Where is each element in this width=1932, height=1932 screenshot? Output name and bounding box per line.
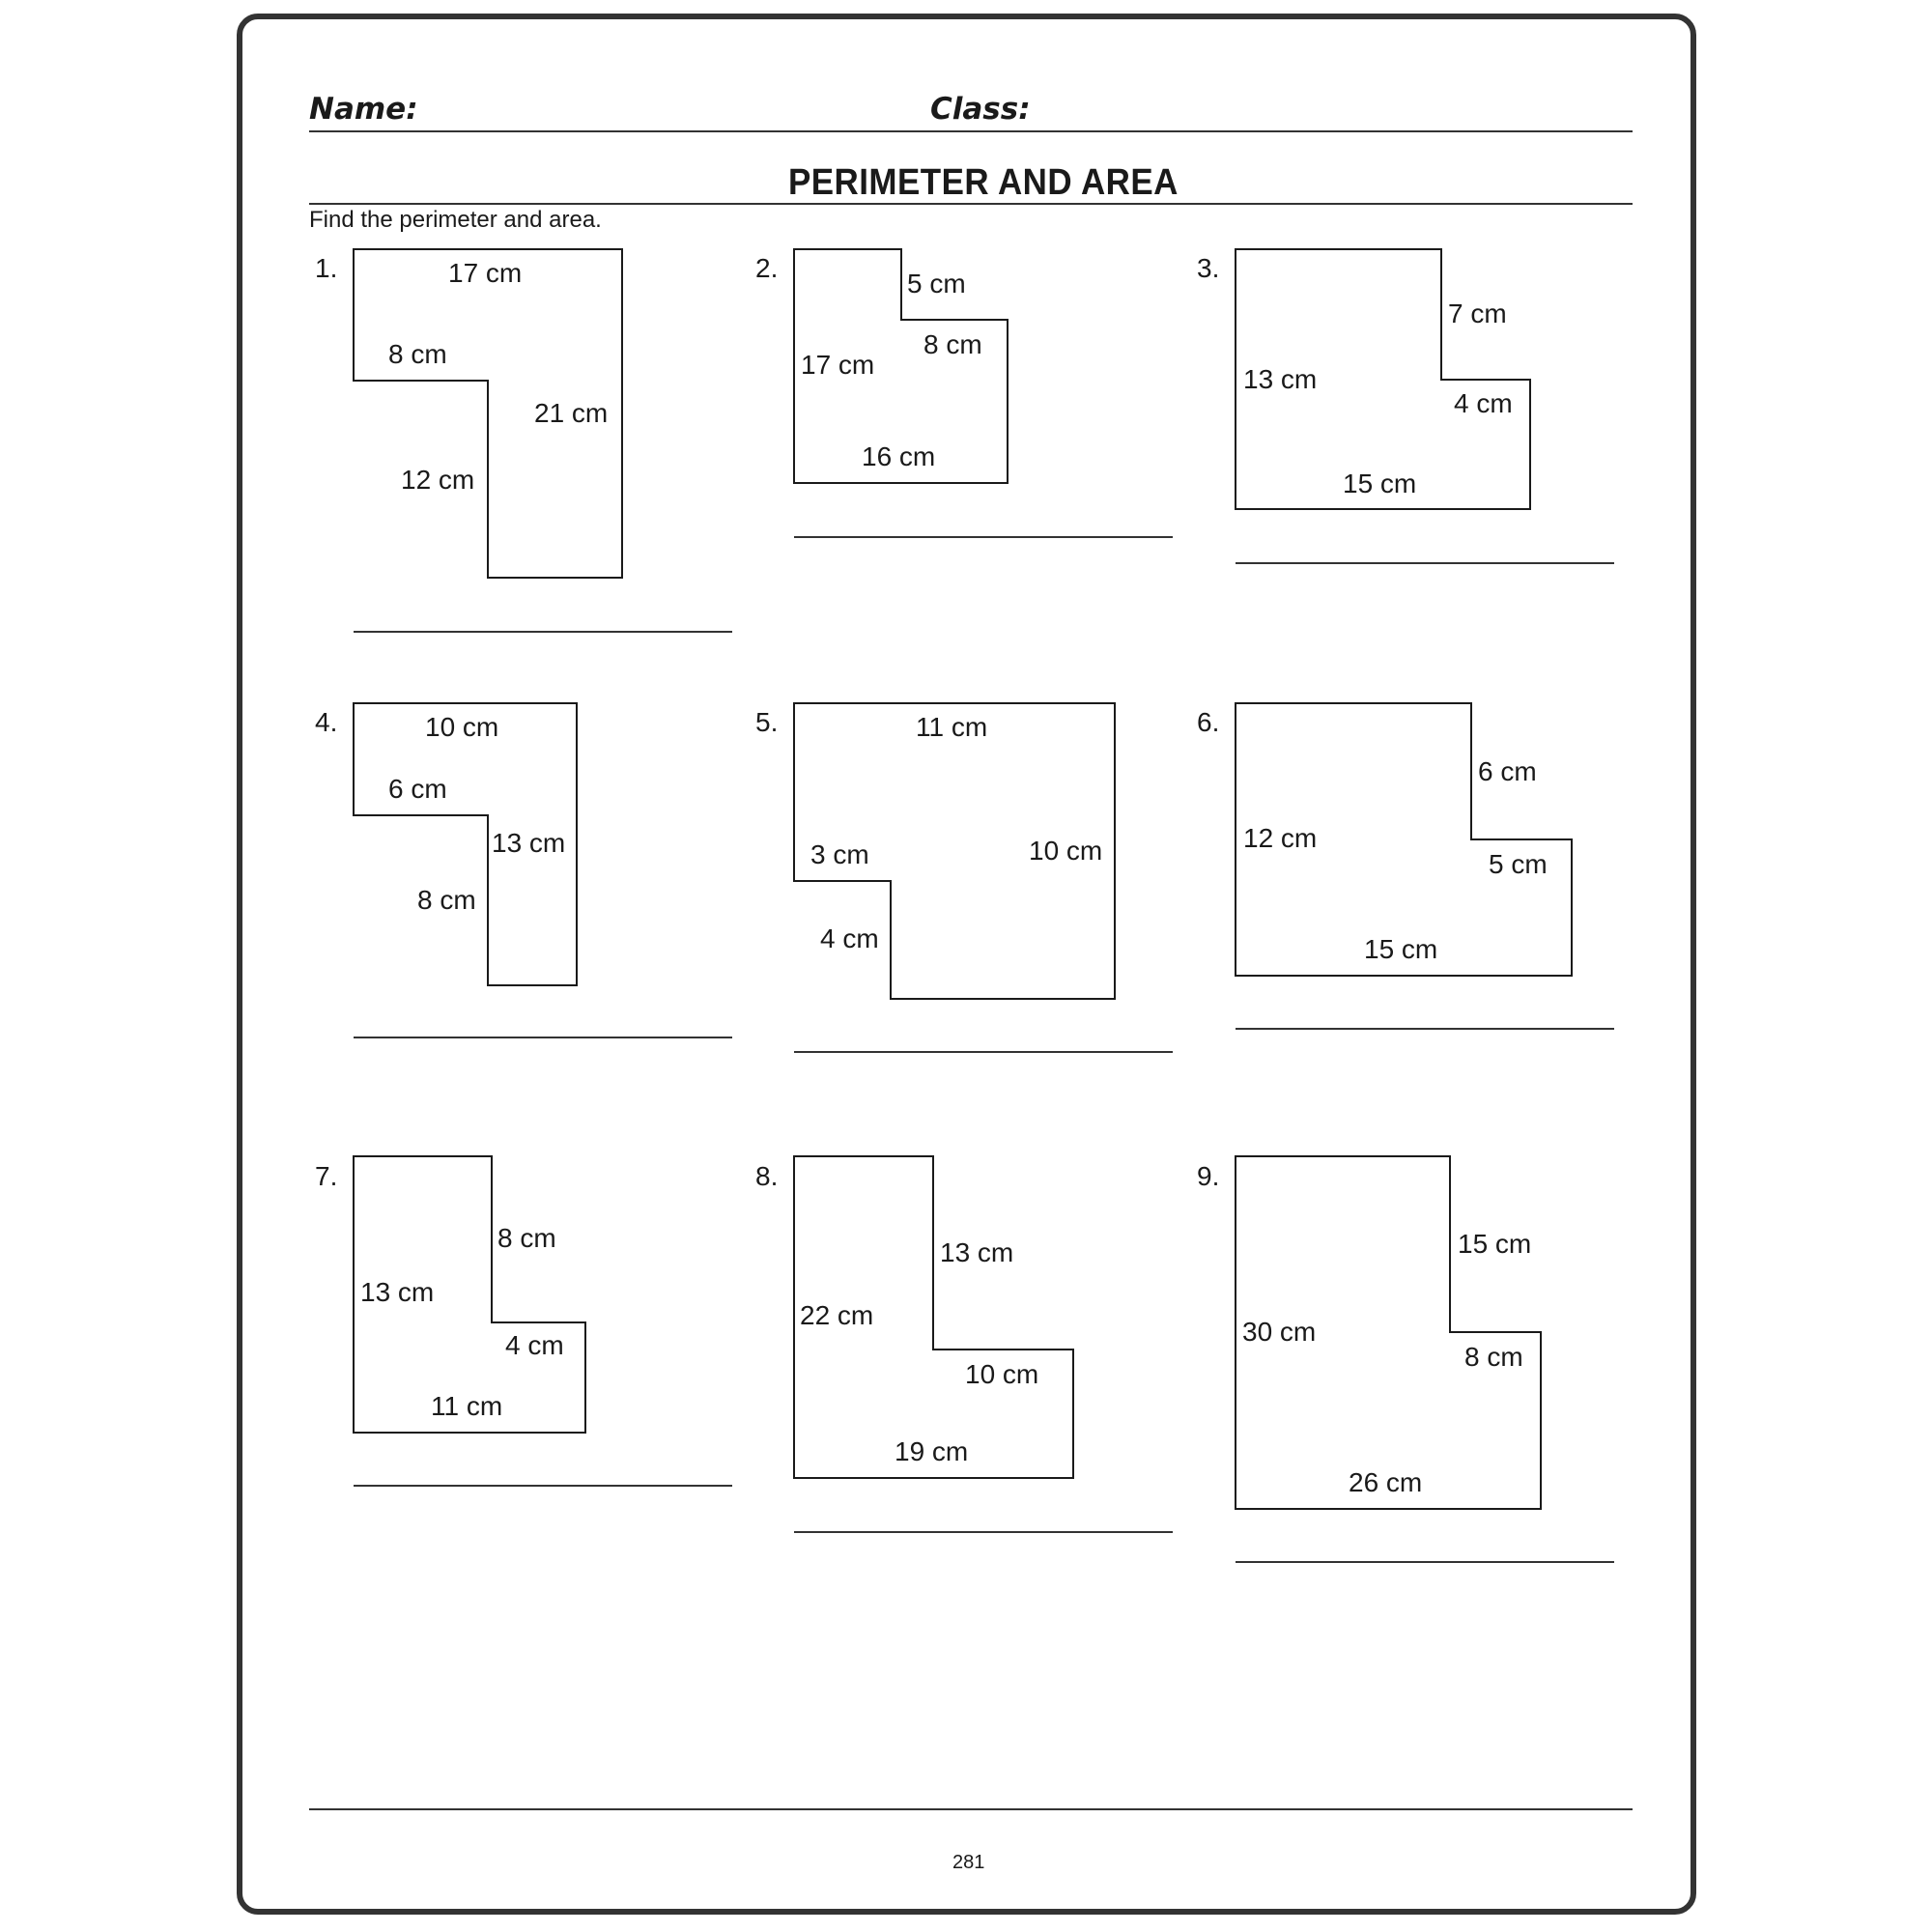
l-shape-outline <box>1235 248 1531 510</box>
problem-number: 6. <box>1197 707 1220 737</box>
header-rule <box>309 130 1633 132</box>
figure-6: 6 cm 12 cm 5 cm 15 cm <box>1235 702 1573 977</box>
dimension-label: 15 cm <box>1458 1229 1531 1259</box>
page-number: 281 <box>952 1852 985 1873</box>
answer-line[interactable] <box>354 1485 732 1487</box>
instructions: Find the perimeter and area. <box>309 207 602 233</box>
dimension-label: 8 cm <box>388 339 447 369</box>
dimension-label: 10 cm <box>1029 836 1102 866</box>
problem-number: 8. <box>755 1161 779 1191</box>
dimension-label: 26 cm <box>1349 1467 1422 1497</box>
answer-line[interactable] <box>1236 1561 1614 1563</box>
answer-line[interactable] <box>794 536 1173 538</box>
problem-number: 9. <box>1197 1161 1220 1191</box>
problem-number: 7. <box>315 1161 338 1191</box>
l-shape-outline <box>793 702 1116 1000</box>
l-shape-outline <box>1235 1155 1542 1510</box>
dimension-label: 17 cm <box>448 258 522 288</box>
dimension-label: 6 cm <box>1478 756 1537 786</box>
dimension-label: 10 cm <box>425 712 498 742</box>
dimension-label: 19 cm <box>895 1436 968 1466</box>
class-label: Class: <box>930 92 1031 127</box>
page-border <box>237 14 1696 1915</box>
answer-line[interactable] <box>354 631 732 633</box>
figure-9: 15 cm 30 cm 8 cm 26 cm <box>1235 1155 1542 1510</box>
dimension-label: 13 cm <box>1243 364 1317 394</box>
problem-number: 2. <box>755 253 779 283</box>
answer-line[interactable] <box>794 1051 1173 1053</box>
dimension-label: 4 cm <box>505 1330 564 1360</box>
dimension-label: 12 cm <box>401 465 474 495</box>
figure-8: 13 cm 22 cm 10 cm 19 cm <box>793 1155 1074 1479</box>
figure-7: 8 cm 13 cm 4 cm 11 cm <box>353 1155 586 1434</box>
answer-line[interactable] <box>1236 1028 1614 1030</box>
figure-2: 5 cm 8 cm 17 cm 16 cm <box>793 248 1009 484</box>
answer-line[interactable] <box>354 1037 732 1038</box>
dimension-label: 4 cm <box>820 923 879 953</box>
dimension-label: 13 cm <box>492 828 565 858</box>
dimension-label: 6 cm <box>388 774 447 804</box>
figure-1: 17 cm 8 cm 21 cm 12 cm <box>353 248 623 579</box>
problem-number: 4. <box>315 707 338 737</box>
l-shape-outline <box>1235 702 1573 977</box>
dimension-label: 10 cm <box>965 1359 1038 1389</box>
dimension-label: 7 cm <box>1448 298 1507 328</box>
dimension-label: 30 cm <box>1242 1317 1316 1347</box>
footer-rule <box>309 1808 1633 1810</box>
dimension-label: 17 cm <box>801 350 874 380</box>
l-shape-outline <box>793 248 1009 484</box>
dimension-label: 16 cm <box>862 441 935 471</box>
dimension-label: 5 cm <box>907 269 966 298</box>
dimension-label: 8 cm <box>417 885 476 915</box>
answer-line[interactable] <box>794 1531 1173 1533</box>
dimension-label: 5 cm <box>1489 849 1548 879</box>
dimension-label: 4 cm <box>1454 388 1513 418</box>
figure-3: 7 cm 13 cm 4 cm 15 cm <box>1235 248 1531 510</box>
dimension-label: 3 cm <box>810 839 869 869</box>
page-title: PERIMETER AND AREA <box>788 162 1179 203</box>
dimension-label: 8 cm <box>1464 1342 1523 1372</box>
dimension-label: 15 cm <box>1364 934 1437 964</box>
answer-line[interactable] <box>1236 562 1614 564</box>
dimension-label: 12 cm <box>1243 823 1317 853</box>
dimension-label: 11 cm <box>431 1391 502 1421</box>
dimension-label: 13 cm <box>940 1237 1013 1267</box>
problem-number: 1. <box>315 253 338 283</box>
dimension-label: 13 cm <box>360 1277 434 1307</box>
dimension-label: 22 cm <box>800 1300 873 1330</box>
problem-number: 5. <box>755 707 779 737</box>
l-shape-outline <box>793 1155 1074 1479</box>
l-shape-outline <box>353 702 578 986</box>
dimension-label: 15 cm <box>1343 469 1416 498</box>
title-rule <box>309 203 1633 205</box>
dimension-label: 21 cm <box>534 398 608 428</box>
l-shape-outline <box>353 248 623 579</box>
dimension-label: 8 cm <box>497 1223 556 1253</box>
dimension-label: 8 cm <box>923 329 982 359</box>
dimension-label: 11 cm <box>916 712 987 742</box>
l-shape-outline <box>353 1155 586 1434</box>
problem-number: 3. <box>1197 253 1220 283</box>
figure-5: 11 cm 3 cm 10 cm 4 cm <box>793 702 1116 1000</box>
figure-4: 10 cm 6 cm 13 cm 8 cm <box>353 702 578 986</box>
name-label: Name: <box>309 92 418 127</box>
